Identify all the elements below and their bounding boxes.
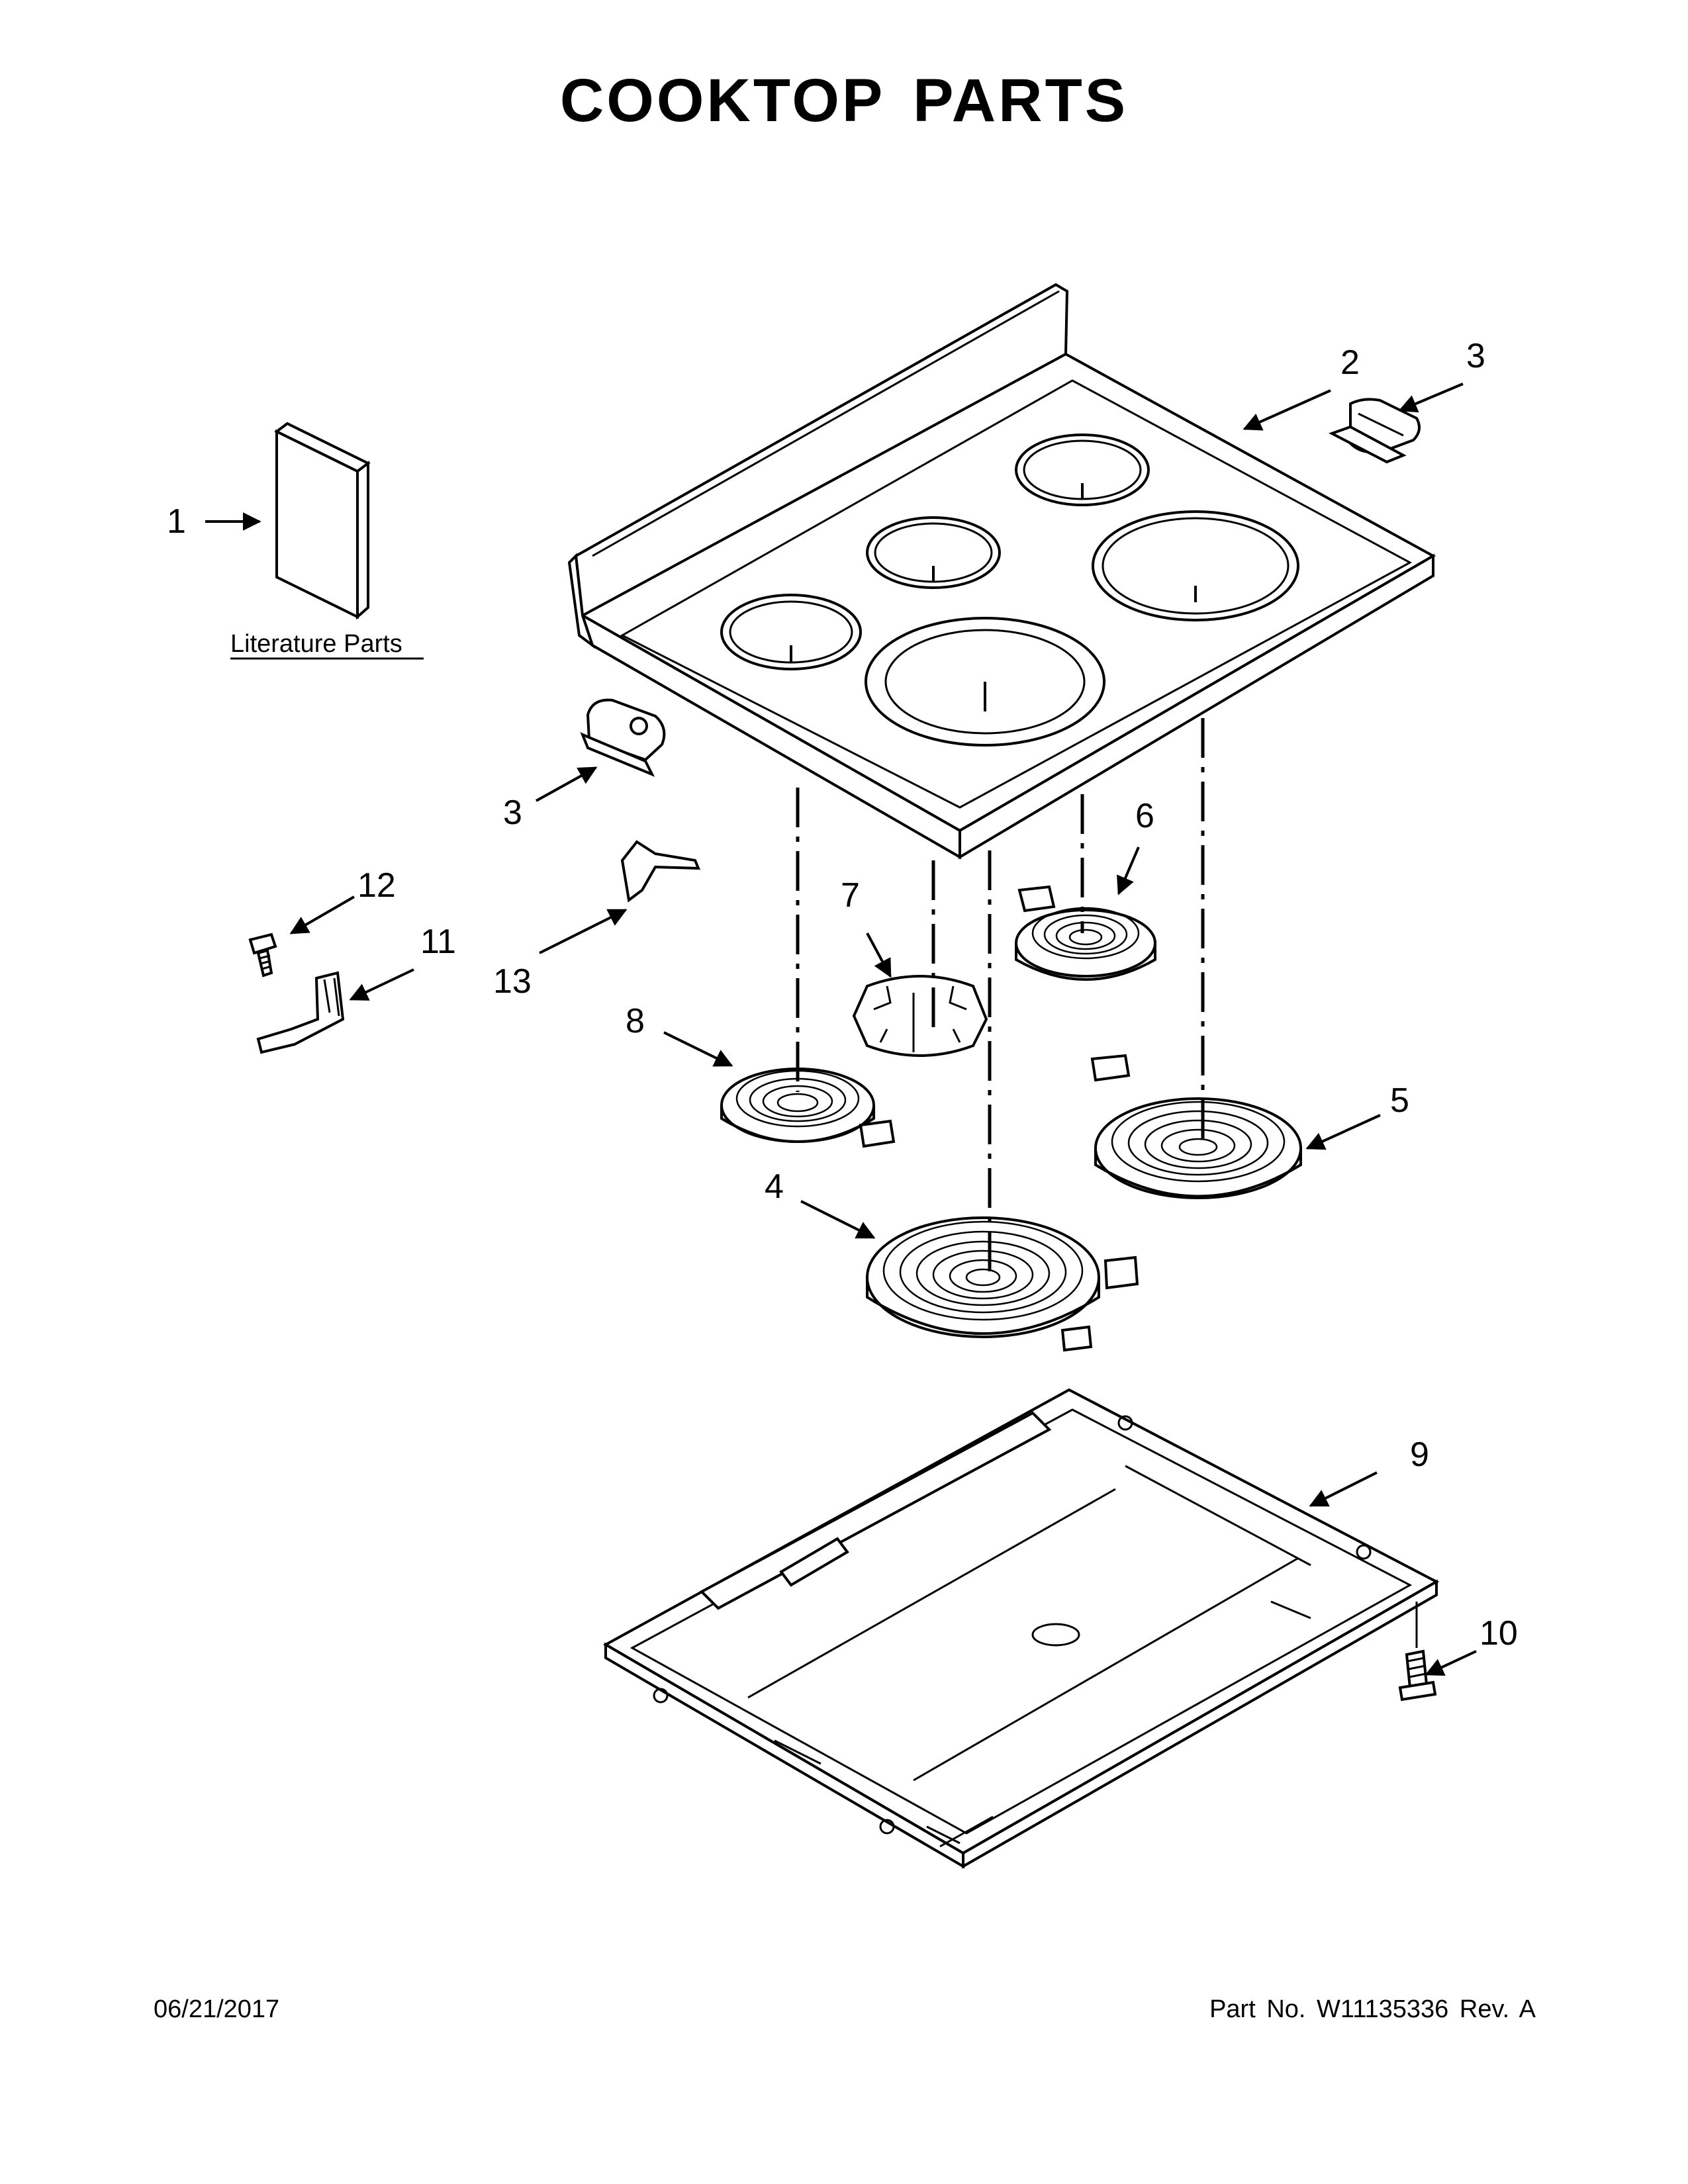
callout-10[interactable]: 10 bbox=[1479, 1614, 1518, 1653]
screw-part-12[interactable] bbox=[248, 933, 277, 978]
screw-part-10[interactable] bbox=[1398, 1602, 1437, 1702]
callout-9[interactable]: 9 bbox=[1410, 1435, 1429, 1474]
page-title: COOKTOP PARTS bbox=[559, 67, 1129, 134]
hinge-bracket-part-3-left[interactable] bbox=[580, 698, 666, 777]
literature-book-part-1[interactable] bbox=[274, 422, 371, 620]
callout-8[interactable]: 8 bbox=[626, 1002, 645, 1040]
callout-6[interactable]: 6 bbox=[1135, 797, 1154, 835]
hinge-bracket-part-3-right[interactable] bbox=[1328, 398, 1421, 464]
bracket-part-11[interactable] bbox=[256, 971, 345, 1054]
cooktop-burner-rings bbox=[720, 433, 1299, 747]
clip-part-13[interactable] bbox=[620, 840, 701, 903]
footer-date: 06/21/2017 bbox=[154, 1995, 280, 2023]
insulator-part-7[interactable] bbox=[852, 975, 988, 1057]
callout-4[interactable]: 4 bbox=[765, 1167, 784, 1206]
callout-3-right[interactable]: 3 bbox=[1466, 337, 1485, 375]
literature-parts-label[interactable]: Literature Parts bbox=[230, 630, 402, 658]
footer-part-number: Part No. W11135336 Rev. A bbox=[1209, 1995, 1536, 2023]
callout-13[interactable]: 13 bbox=[493, 962, 532, 1001]
element-part-8[interactable] bbox=[720, 1068, 896, 1148]
callout-7[interactable]: 7 bbox=[841, 876, 860, 915]
element-part-6[interactable] bbox=[1015, 885, 1156, 981]
element-part-5[interactable] bbox=[1090, 1054, 1302, 1199]
alignment-lines bbox=[796, 718, 1205, 1277]
callout-numbers: 1 2 3 3 4 5 6 7 8 9 10 11 12 13 bbox=[167, 337, 1518, 1653]
callout-2[interactable]: 2 bbox=[1340, 343, 1360, 382]
element-part-4[interactable] bbox=[866, 1216, 1139, 1352]
callout-12[interactable]: 12 bbox=[357, 866, 396, 905]
callout-5[interactable]: 5 bbox=[1390, 1081, 1409, 1120]
burner-box-part-9[interactable] bbox=[602, 1388, 1440, 1869]
callout-3-left[interactable]: 3 bbox=[503, 794, 522, 832]
cooktop-main-top-part-2[interactable] bbox=[567, 283, 1436, 860]
callout-arrows bbox=[205, 383, 1477, 1676]
callout-1[interactable]: 1 bbox=[167, 502, 186, 541]
callout-11[interactable]: 11 bbox=[420, 923, 456, 961]
